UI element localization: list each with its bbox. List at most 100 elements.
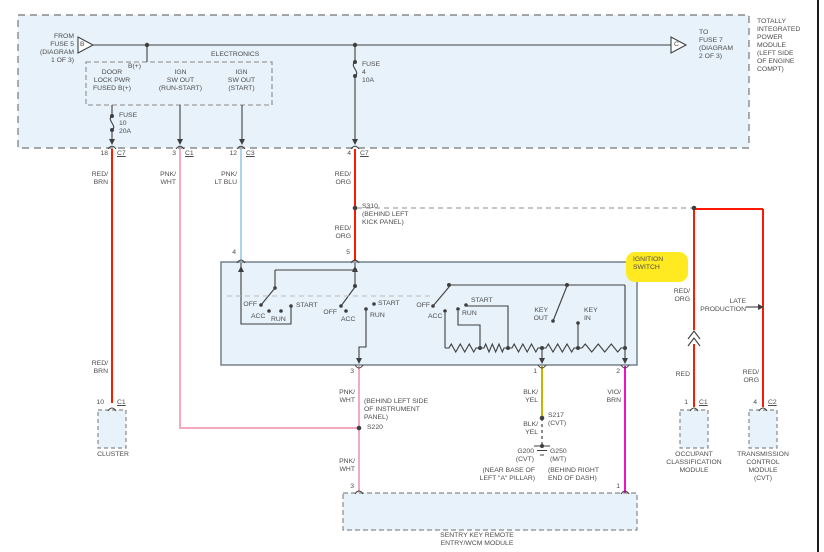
wire-label-red-org-1: RED/ ORG xyxy=(334,171,351,186)
ignition-switch-highlight xyxy=(626,252,688,282)
sw2-off: OFF xyxy=(323,309,337,316)
ignition-pin-2: 2 xyxy=(616,368,620,375)
splice-s217-label: S217 (CVT) xyxy=(548,412,567,427)
electronics-label: ELECTRONICS xyxy=(211,51,260,58)
connector-c-triangle xyxy=(670,36,688,54)
door-lock-output-label: DOOR LOCK PWR FUSED B(+) xyxy=(93,69,131,92)
sw1-acc: ACC xyxy=(251,313,266,320)
splice-s220-label: S220 xyxy=(367,424,383,431)
dashed-lines xyxy=(227,207,692,444)
pin-18-connector: C7 xyxy=(117,150,126,157)
ocm-pin: 1 xyxy=(684,399,688,406)
ocm-pin-connector: C1 xyxy=(699,399,708,406)
sw2-acc: ACC xyxy=(341,316,356,323)
ground-g250-label: G250 (M/T) xyxy=(550,448,567,463)
pin-4-connector: C7 xyxy=(360,150,369,157)
ocm-box xyxy=(679,409,709,449)
sw1-start: START xyxy=(296,302,318,309)
b-plus-label: B(+) xyxy=(128,63,142,70)
g250-location-label: (BEHIND RIGHT END OF DASH) xyxy=(548,467,599,482)
tcm-box xyxy=(748,409,778,449)
ignition-pin-5: 5 xyxy=(346,249,350,256)
junction-dots xyxy=(110,42,697,448)
tipm-module-name: TOTALLY INTEGRATED POWER MODULE (LEFT SI… xyxy=(757,18,801,73)
wire-label-red: RED xyxy=(675,371,690,378)
s220-location-label: (BEHIND LEFT SIDE OF INSTRUMENT PANEL) xyxy=(364,398,429,421)
wire-label-red-brn: RED/ BRN xyxy=(91,171,108,186)
connector-b-triangle xyxy=(77,36,95,54)
ignition-switch-title: IGNITION SWITCH xyxy=(633,256,664,271)
wire-label-red-org-right: RED/ ORG xyxy=(673,288,690,303)
pin-3-connector: C1 xyxy=(185,150,194,157)
wire-label-pnk-wht-2: PNK/ WHT xyxy=(339,389,355,404)
ign-run-start-output-label: IGN SW OUT (RUN-START) xyxy=(158,69,203,92)
tcm-pin-connector: C2 xyxy=(768,399,777,406)
circuit-lines xyxy=(93,44,758,456)
cluster-box xyxy=(97,409,127,449)
splice-s310-label: S310 (BEHIND LEFT KICK PANEL) xyxy=(362,203,409,226)
sw2-start: START xyxy=(378,300,400,307)
sw1-run: RUN xyxy=(271,316,286,323)
inline-connector-icon xyxy=(687,330,701,347)
ignition-pin-4: 4 xyxy=(232,249,236,256)
sentry-pin-1: 1 xyxy=(616,483,620,490)
tcm-name: TRANSMISSION CONTROL MODULE (CVT) xyxy=(737,451,789,482)
cluster-pin-connector: C1 xyxy=(117,399,126,406)
resistor xyxy=(542,342,578,354)
connector-c-letter: C xyxy=(674,41,679,48)
resistor xyxy=(508,342,542,354)
wire-label-red-org-2: RED/ ORG xyxy=(334,225,351,240)
connector-bumps xyxy=(107,145,768,495)
ignition-pin-3: 3 xyxy=(350,368,354,375)
ignition-switch-box xyxy=(220,261,638,366)
tipm-box xyxy=(17,14,750,149)
sw3-acc: ACC xyxy=(428,313,443,320)
connector-b-letter: B xyxy=(80,41,85,48)
ign-start-output-label: IGN SW OUT (START) xyxy=(227,69,256,92)
sentry-pin-3: 3 xyxy=(350,483,354,490)
wire-label-pnk-lt-blu: PNK/ LT BLU xyxy=(214,171,237,186)
fuse-4-label: FUSE 4 10A xyxy=(362,61,381,84)
key-out-label: KEY OUT xyxy=(533,307,548,322)
pin-18: 18 xyxy=(100,150,108,157)
fuse-10-label: FUSE 10 20A xyxy=(119,112,138,135)
wire-label-pnk-wht-3: PNK/ WHT xyxy=(339,458,355,473)
sw2-run: RUN xyxy=(370,312,385,319)
wire-label-vio-brn: VIO/ BRN xyxy=(606,389,621,404)
tcm-pin: 4 xyxy=(753,399,757,406)
module-boxes xyxy=(17,14,778,531)
g200-location-label: (NEAR BASE OF LEFT "A" PILLAR) xyxy=(479,467,535,482)
sw3-start: START xyxy=(471,297,493,304)
cluster-pin: 10 xyxy=(96,399,104,406)
page-link-triangles xyxy=(77,36,688,54)
late-production-label: LATE PRODUCTION xyxy=(700,298,746,313)
electronics-box xyxy=(85,61,273,106)
splice-s217-dot xyxy=(539,415,545,421)
key-in-label: KEY IN xyxy=(584,307,598,322)
pin-3: 3 xyxy=(172,150,176,157)
resistor xyxy=(445,342,480,354)
ocm-name: OCCUPANT CLASSIFICATION MODULE xyxy=(666,451,722,474)
resistor xyxy=(480,342,508,354)
from-fuse5-label: FROM FUSE 5 (DIAGRAM 1 OF 3) xyxy=(40,33,74,64)
splice-s220-dot xyxy=(356,425,362,431)
ignition-pin-1: 1 xyxy=(533,368,537,375)
wire-label-blk-yel-1: BLK/ YEL xyxy=(523,389,538,404)
resistor xyxy=(578,343,625,353)
sentry-box xyxy=(342,492,638,531)
wires xyxy=(111,149,764,493)
pin-4: 4 xyxy=(347,150,351,157)
wire-label-red-org-tcm: RED/ ORG xyxy=(742,369,759,384)
ground-g200-label: G200 (CVT) xyxy=(515,448,534,463)
wire-label-pnk-wht: PNK/ WHT xyxy=(160,171,176,186)
splice-s310-dot xyxy=(352,205,358,211)
pin-12-connector: C3 xyxy=(246,150,255,157)
sentry-module-name: SENTRY KEY REMOTE ENTRY/WCM MODULE xyxy=(440,532,514,547)
wire-label-blk-yel-2: BLK/ YEL xyxy=(523,421,538,436)
cluster-name: CLUSTER xyxy=(97,451,129,458)
wire-label-red-brn-2: RED/ BRN xyxy=(91,360,108,375)
wire-red-org-tcm xyxy=(694,208,764,407)
sw3-off: OFF xyxy=(416,302,430,309)
